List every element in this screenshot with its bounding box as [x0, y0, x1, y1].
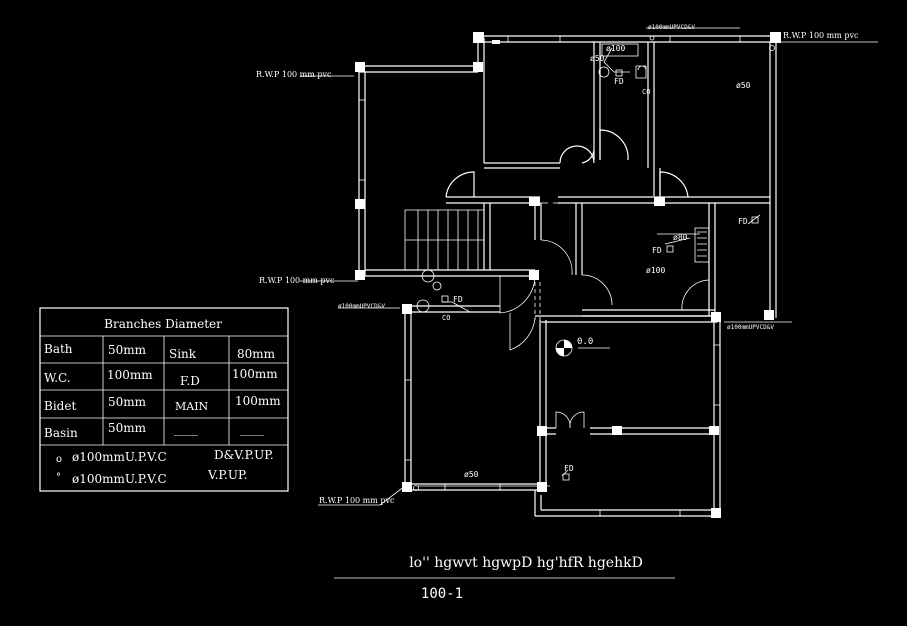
- fixtures: [416, 43, 710, 313]
- branches-table: Branches Diameter Bath 50mm Sink 80mm W.…: [39, 307, 289, 492]
- rwp-bottom-left-label: R.W.P 100 mm pvc: [319, 496, 395, 505]
- d80-kitchen-label: ø80: [673, 233, 688, 242]
- table-cell: MAIN: [175, 400, 209, 413]
- table-cell: 100mm: [107, 368, 153, 382]
- d50-top-label: ø50: [590, 54, 605, 63]
- pipe-mid-right-label: ø100mmUPVCD&V: [727, 324, 774, 331]
- pipes: [300, 27, 878, 506]
- staircase: [404, 209, 485, 271]
- table-cell: 80mm: [237, 347, 276, 361]
- d100-top-label: ø100: [606, 44, 625, 53]
- walls: [358, 35, 777, 517]
- d50-bottom-label: ø50: [464, 470, 479, 479]
- d50-right-label: ø50: [736, 81, 751, 90]
- level-mark: [555, 339, 573, 357]
- table-cell: W.C.: [44, 371, 71, 385]
- labels: R.W.P 100 mm pvc R.W.P 100 mm pvc R.W.P …: [256, 24, 859, 505]
- table-cell: Basin: [44, 426, 78, 440]
- table-cell: Bath: [44, 342, 73, 356]
- table-cell: 50mm: [108, 395, 147, 409]
- rwp-top-left-label: R.W.P 100 mm pvc: [256, 70, 332, 79]
- subtitle-text: 100-1: [421, 586, 463, 602]
- fd-top-label: FD: [614, 77, 624, 86]
- pipe-top-label: ø100mmUPVCD&V: [648, 24, 695, 31]
- d100-kitchen-label: ø100: [646, 266, 665, 275]
- rwp-top-right-label: R.W.P 100 mm pvc: [783, 31, 859, 40]
- table-cell: F.D: [180, 374, 200, 388]
- legend-note: V.P.UP.: [207, 468, 247, 482]
- table-title: Branches Diameter: [104, 317, 222, 331]
- drawing-title: lo'' hgwvt hgwpD hg'hfR hgehkD 100-1: [334, 555, 675, 602]
- pipe-mid-left-label: ø100mmUPVCD&V: [338, 303, 385, 310]
- table-cell: 100mm: [235, 394, 281, 408]
- legend-note: D&V.P.UP.: [214, 448, 274, 462]
- table-cell: ____: [240, 422, 264, 436]
- fd-right-label: FD: [738, 217, 748, 226]
- doors: [445, 129, 710, 429]
- co-top-label: CO: [642, 88, 650, 96]
- table-cell: ____: [174, 422, 198, 436]
- co-mid-label: CO: [442, 314, 450, 322]
- table-cell: Sink: [169, 347, 197, 361]
- legend-symbol: °: [56, 472, 61, 483]
- legend-text: ø100mmU.P.V.C: [72, 450, 167, 464]
- fd-kitchen-label: FD: [652, 246, 662, 255]
- level-label: 0.0: [577, 337, 593, 347]
- table-cell: 100mm: [232, 367, 278, 381]
- fd-bottom-label: FD: [564, 464, 574, 473]
- fd-mid-label: FD: [453, 295, 463, 304]
- table-cell: 50mm: [108, 421, 147, 435]
- columns: [355, 32, 781, 518]
- table-cell: 50mm: [108, 343, 147, 357]
- legend-symbol: o: [56, 454, 62, 465]
- title-text: lo'' hgwvt hgwpD hg'hfR hgehkD: [409, 555, 643, 571]
- rwp-mid-left-label: R.W.P 100 mm pvc: [259, 276, 335, 285]
- table-cell: Bidet: [44, 399, 76, 413]
- legend-text: ø100mmU.P.V.C: [72, 472, 167, 486]
